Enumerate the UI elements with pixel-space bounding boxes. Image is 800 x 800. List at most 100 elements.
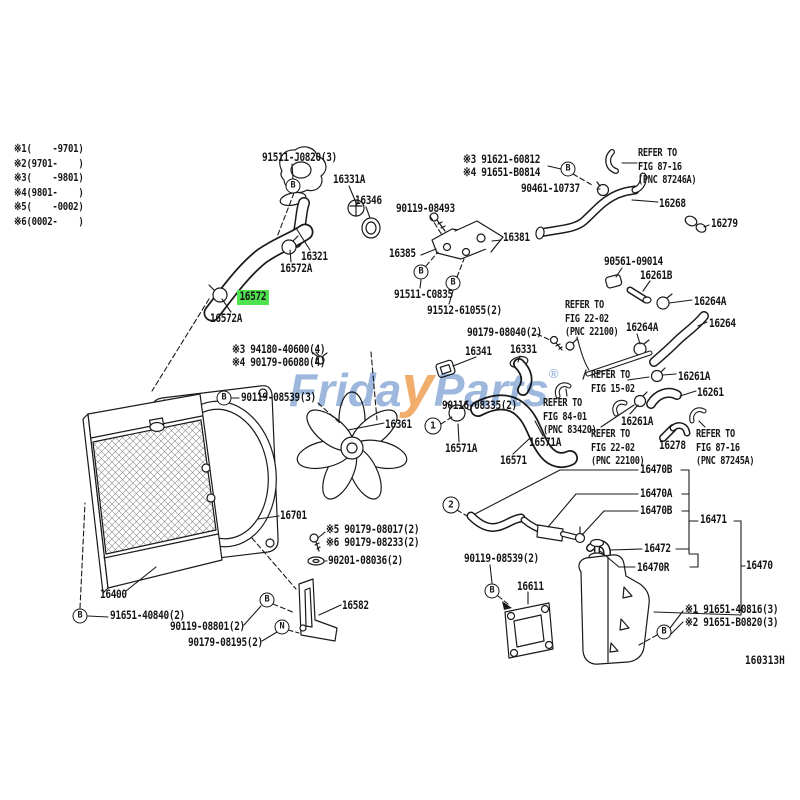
part-label: 90119-08539(3) [241, 390, 316, 404]
lower-bracket-drawing [298, 533, 338, 642]
part-label: 90119-08801(2) [170, 619, 245, 633]
part-label: 16381 [503, 230, 530, 244]
reservoir-drawing [466, 511, 650, 665]
part-label: 16264A [626, 320, 659, 334]
part-label: ※3 94180-40600(4) [232, 342, 326, 356]
part-label: 16470 [746, 558, 773, 572]
upper-hose-drawing [203, 223, 314, 322]
part-label: 16571A [529, 435, 562, 449]
radiator-drawing [82, 393, 223, 594]
part-label: 90119-08539(2) [464, 551, 539, 565]
circled-letter-callout: B [259, 592, 275, 608]
part-label: 16571A [445, 441, 478, 455]
circled-number-callout: 1 [424, 417, 442, 435]
circled-number-callout: 2 [442, 496, 460, 514]
bypass-hose-drawing [535, 149, 647, 240]
part-label: 91511-J0820(3) [262, 150, 337, 164]
part-label: 90179-08195(2) [188, 635, 263, 649]
refer-note-line: REFER TO [638, 147, 677, 159]
part-label: 16331 [510, 342, 537, 356]
part-label: 90461-10737 [521, 181, 580, 195]
part-label: 16470B [640, 462, 673, 476]
refer-note-line: REFER TO [565, 299, 604, 311]
thermostat-drawing [347, 199, 381, 239]
legend-item: ※2(9701- ) [14, 156, 84, 170]
refer-note-line: REFER TO [591, 428, 630, 440]
refer-note-line: FIG 22-02 [565, 312, 609, 325]
part-label: 16331A [333, 172, 366, 186]
refer-note-line: (PNC 87245A) [696, 455, 755, 468]
legend-item: ※3( -9801) [14, 171, 84, 185]
part-label: 16261B [640, 268, 673, 282]
dashed-lines [79, 173, 658, 646]
part-label-highlighted[interactable]: 16572 [237, 290, 269, 305]
refer-note-line: (PNC 87246A) [638, 174, 697, 187]
refer-note-line: REFER TO [591, 369, 630, 381]
circled-letter-callout: B [484, 583, 500, 599]
refer-note-line: REFER TO [543, 397, 582, 409]
production-date-legend: ※1( -9701)※2(9701- )※3( -9801)※4(9801- )… [14, 142, 84, 230]
refer-note-line: (PNC 22100) [565, 326, 619, 339]
part-label: 91651-40840(2) [110, 608, 185, 622]
refer-note-line: FIG 87-16 [696, 441, 740, 454]
connector-16279-drawing [684, 215, 707, 233]
part-label: 16341 [465, 344, 492, 358]
refer-note-line: REFER TO [696, 428, 735, 440]
part-label: 16470A [640, 486, 673, 500]
fan-drawing [296, 391, 408, 500]
circled-letter-callout: B [413, 264, 429, 280]
refer-note-line: (PNC 22100) [591, 455, 645, 468]
part-label: 16361 [385, 417, 412, 431]
part-label: 16261A [678, 369, 711, 383]
part-label: 16268 [659, 196, 686, 210]
legend-item: ※5( -0002) [14, 200, 84, 214]
refer-note-line: FIG 84-01 [543, 410, 587, 423]
part-label: 16261 [697, 385, 724, 399]
circled-letter-callout: B [560, 161, 576, 177]
circled-letter-callout: B [285, 178, 301, 194]
part-label: 90179-08040(2) [467, 325, 542, 339]
part-label: 16278 [659, 438, 686, 452]
part-label: 16582 [342, 598, 369, 612]
leader-lines [87, 162, 746, 642]
part-label: 16470B [640, 503, 673, 517]
part-label: 16470R [637, 560, 670, 574]
inlet-bracket-drawing [429, 212, 504, 260]
part-label: 90119-08493 [396, 201, 455, 215]
refer-note-line: FIG 22-02 [591, 441, 635, 454]
part-label: 16346 [355, 193, 382, 207]
part-label: 91512-61055(2) [427, 303, 502, 317]
part-label: 90561-09014 [604, 254, 663, 268]
mid-right-clamps-drawing [554, 367, 707, 442]
circled-letter-callout: B [445, 275, 461, 291]
circled-letter-callout: B [656, 624, 672, 640]
part-label: 16264A [694, 294, 727, 308]
refer-note-line: FIG 15-02 [591, 382, 635, 395]
part-label: ※1 91651-40816(3) [685, 602, 779, 616]
circled-letter-callout: N [274, 619, 290, 635]
part-label: ※4 90179-06080(4) [232, 355, 326, 369]
part-label: 16571 [500, 453, 527, 467]
legend-item: ※6(0002- ) [14, 214, 84, 228]
part-label: 16572A [280, 261, 313, 275]
part-label: 90116-08335(2) [442, 398, 517, 412]
part-label: 16701 [280, 508, 307, 522]
center-parts-drawing [311, 335, 578, 396]
part-label: ※4 91651-B0814 [463, 165, 541, 179]
part-label: 16471 [700, 512, 727, 526]
part-label: 16261A [621, 414, 654, 428]
legend-item: ※1( -9701) [14, 142, 84, 155]
arrowhead [502, 601, 512, 610]
part-label: ※3 91621-60812 [463, 152, 541, 166]
part-label: 16611 [517, 579, 544, 593]
part-label: ※5 90179-08017(2) [326, 522, 420, 536]
circled-letter-callout: B [72, 608, 88, 624]
part-label: 16572A [210, 311, 243, 325]
